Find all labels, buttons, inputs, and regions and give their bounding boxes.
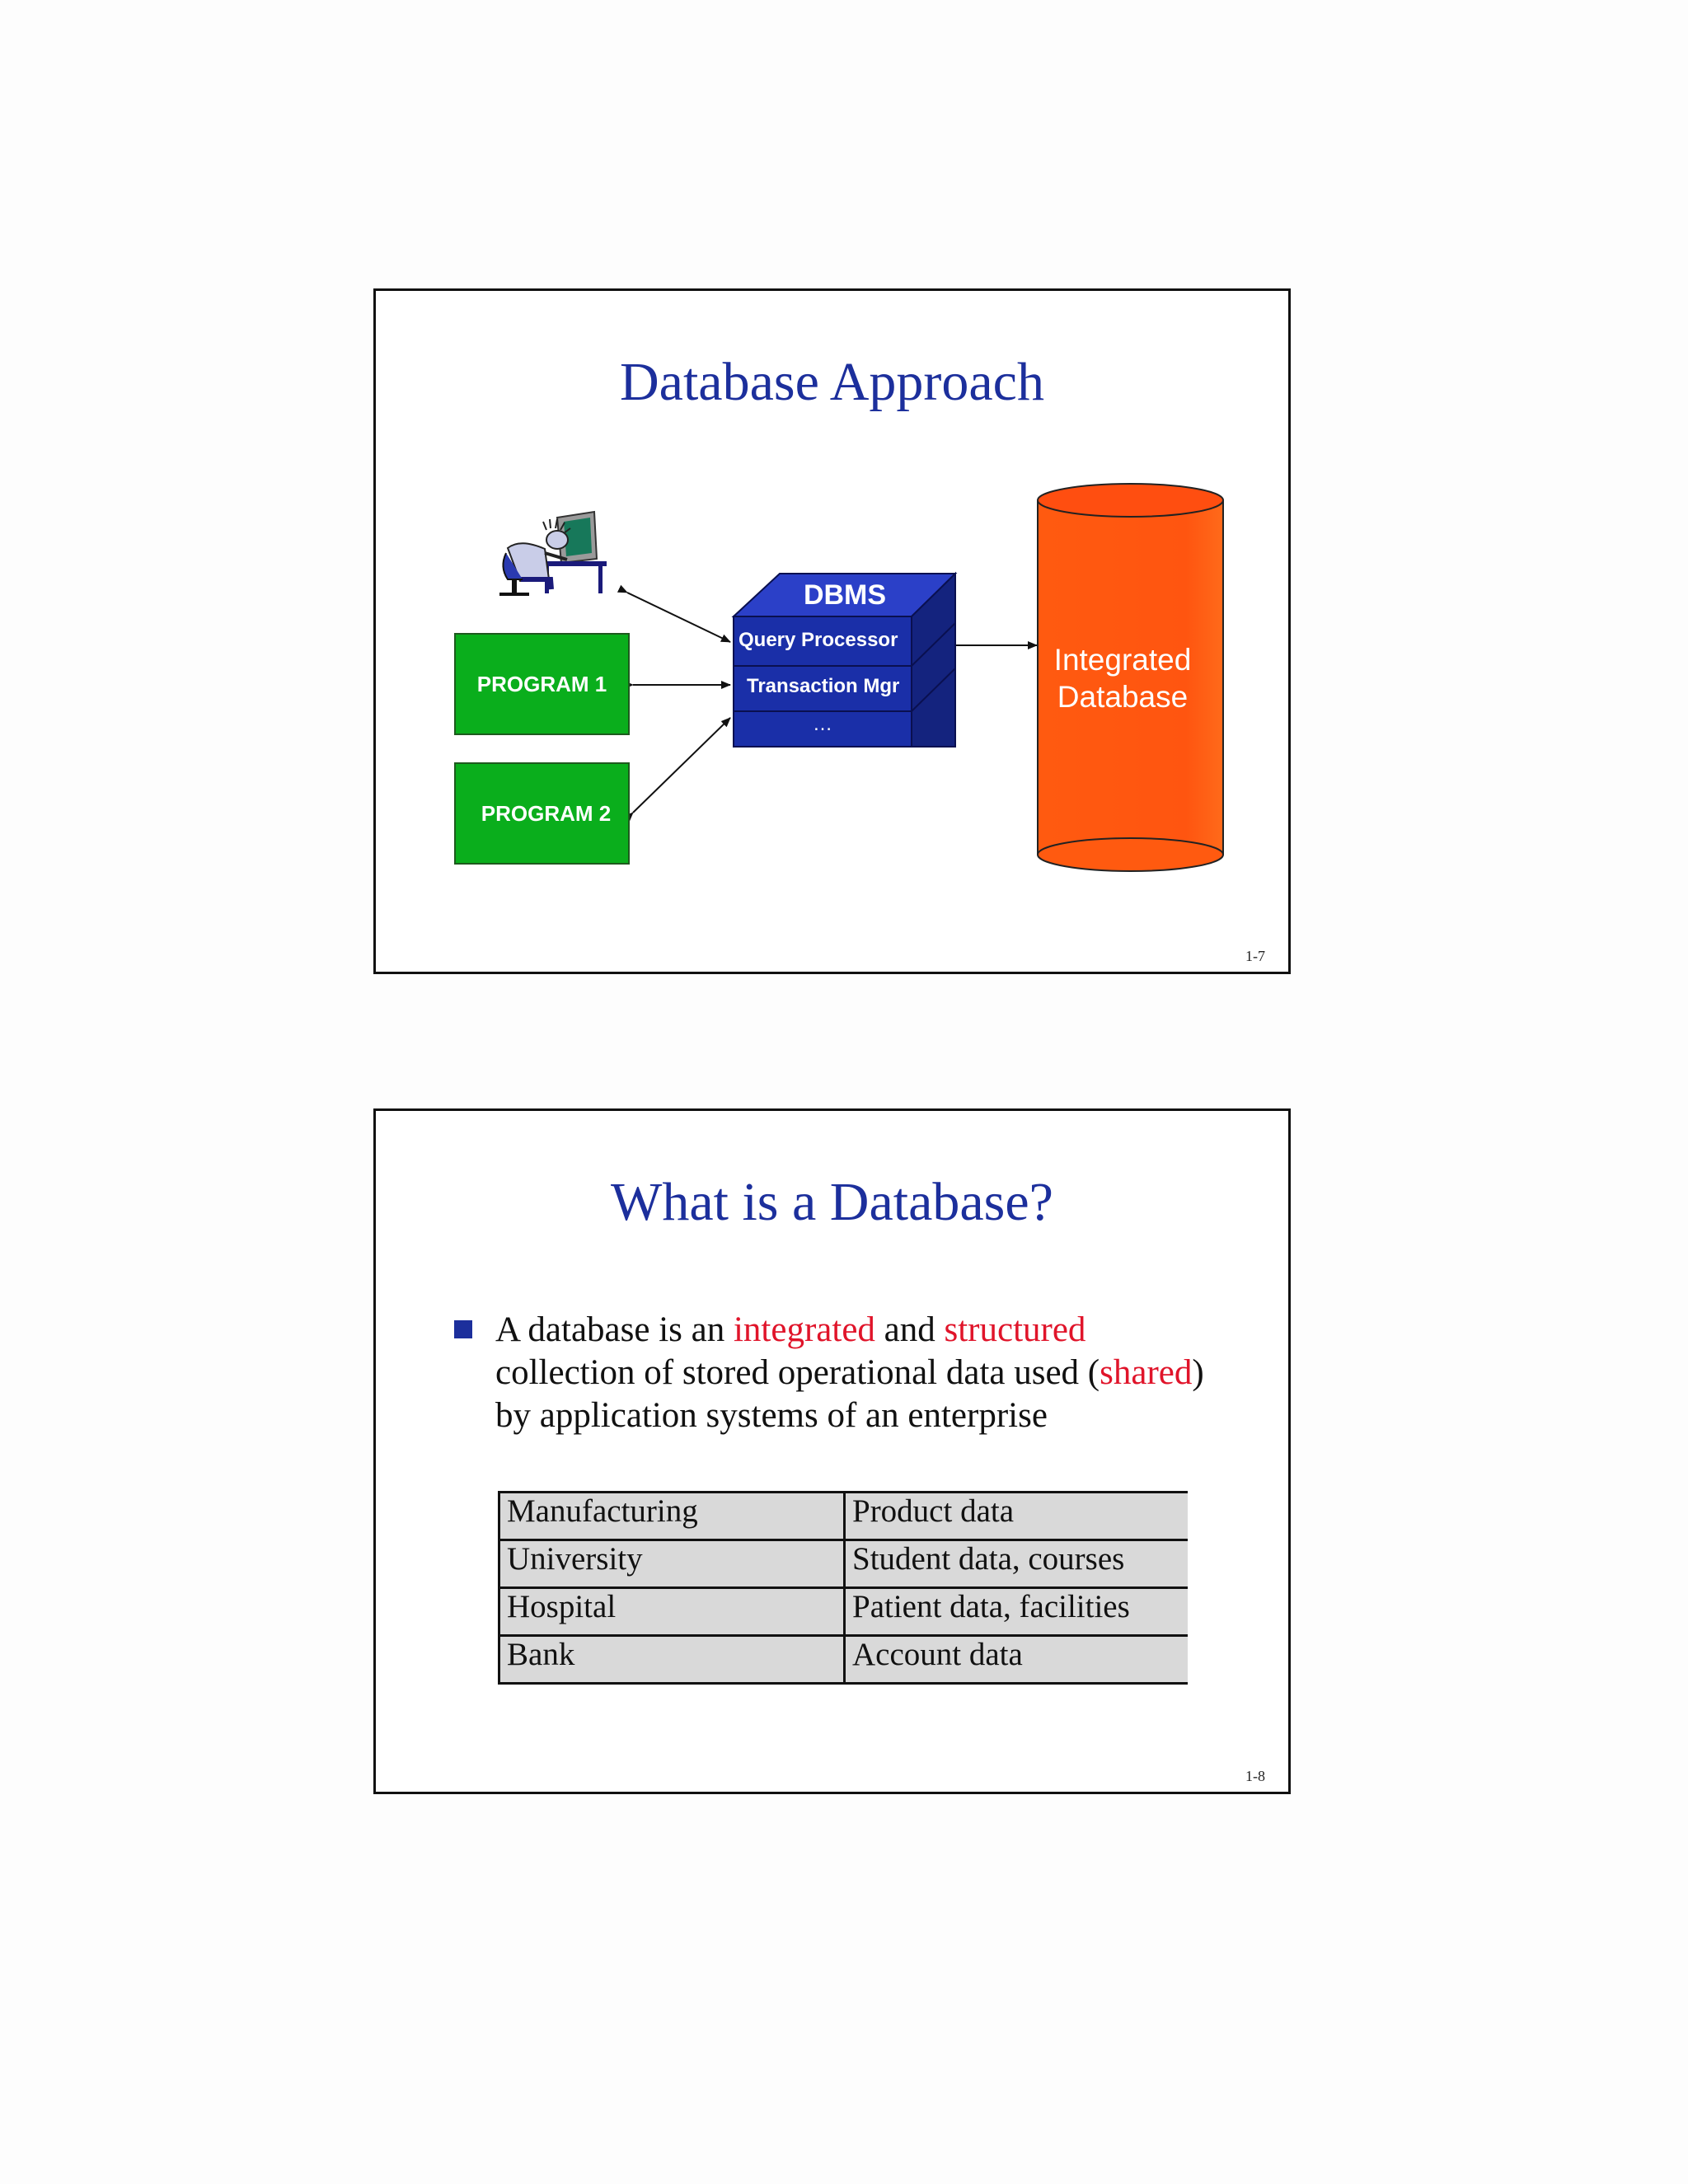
database-label-line2: Database	[1057, 680, 1189, 714]
dbms-cube	[731, 571, 958, 748]
table-cell: Product data	[844, 1491, 1188, 1541]
integrated-database-cylinder	[1037, 483, 1224, 872]
program2-box: PROGRAM 2	[454, 762, 630, 865]
dbms-label: DBMS	[803, 579, 887, 611]
table-row: University Student data, courses	[498, 1539, 1188, 1589]
transaction-mgr-label: Transaction Mgr	[747, 675, 900, 697]
page-number: 1-8	[1245, 1768, 1265, 1784]
slide-title: Database Approach	[620, 352, 1044, 412]
table-cell: Account data	[844, 1634, 1188, 1685]
dbms-more-label: …	[813, 713, 832, 735]
table-cell: Manufacturing	[498, 1491, 846, 1541]
table-row: Bank Account data	[498, 1634, 1188, 1685]
program2-dbms-arrow	[623, 717, 731, 823]
highlight-integrated: integrated	[733, 1310, 875, 1349]
slide-title: What is a Database?	[611, 1172, 1053, 1232]
highlight-structured: structured	[944, 1310, 1086, 1349]
architecture-diagram	[499, 483, 1224, 872]
database-label-line1: Integrated	[1053, 643, 1192, 677]
table-cell: University	[498, 1539, 846, 1589]
table-row: Manufacturing Product data	[498, 1491, 1188, 1541]
table-cell: Bank	[498, 1634, 846, 1685]
user-computer-icon	[499, 510, 607, 596]
query-processor-label: Query Processor	[738, 629, 898, 651]
table-cell: Patient data, facilities	[844, 1586, 1188, 1637]
table-cell: Student data, courses	[844, 1539, 1188, 1589]
page-number: 1-7	[1245, 948, 1265, 964]
database-label: Integrated Database	[1029, 641, 1216, 715]
slide-database-approach: Database Approach	[373, 288, 1291, 974]
table-row: Hospital Patient data, facilities	[498, 1586, 1188, 1637]
examples-table: Manufacturing Product data University St…	[498, 1491, 1188, 1685]
user-dbms-arrow	[617, 584, 731, 643]
square-bullet-icon	[454, 1320, 472, 1338]
program1-box: PROGRAM 1	[454, 633, 630, 735]
table-cell: Hospital	[498, 1586, 846, 1637]
bullet-text: A database is an integrated and structur…	[495, 1310, 1204, 1435]
highlight-shared: shared	[1100, 1353, 1193, 1392]
slide-what-is-database: What is a Database? A database is an int…	[373, 1108, 1291, 1794]
